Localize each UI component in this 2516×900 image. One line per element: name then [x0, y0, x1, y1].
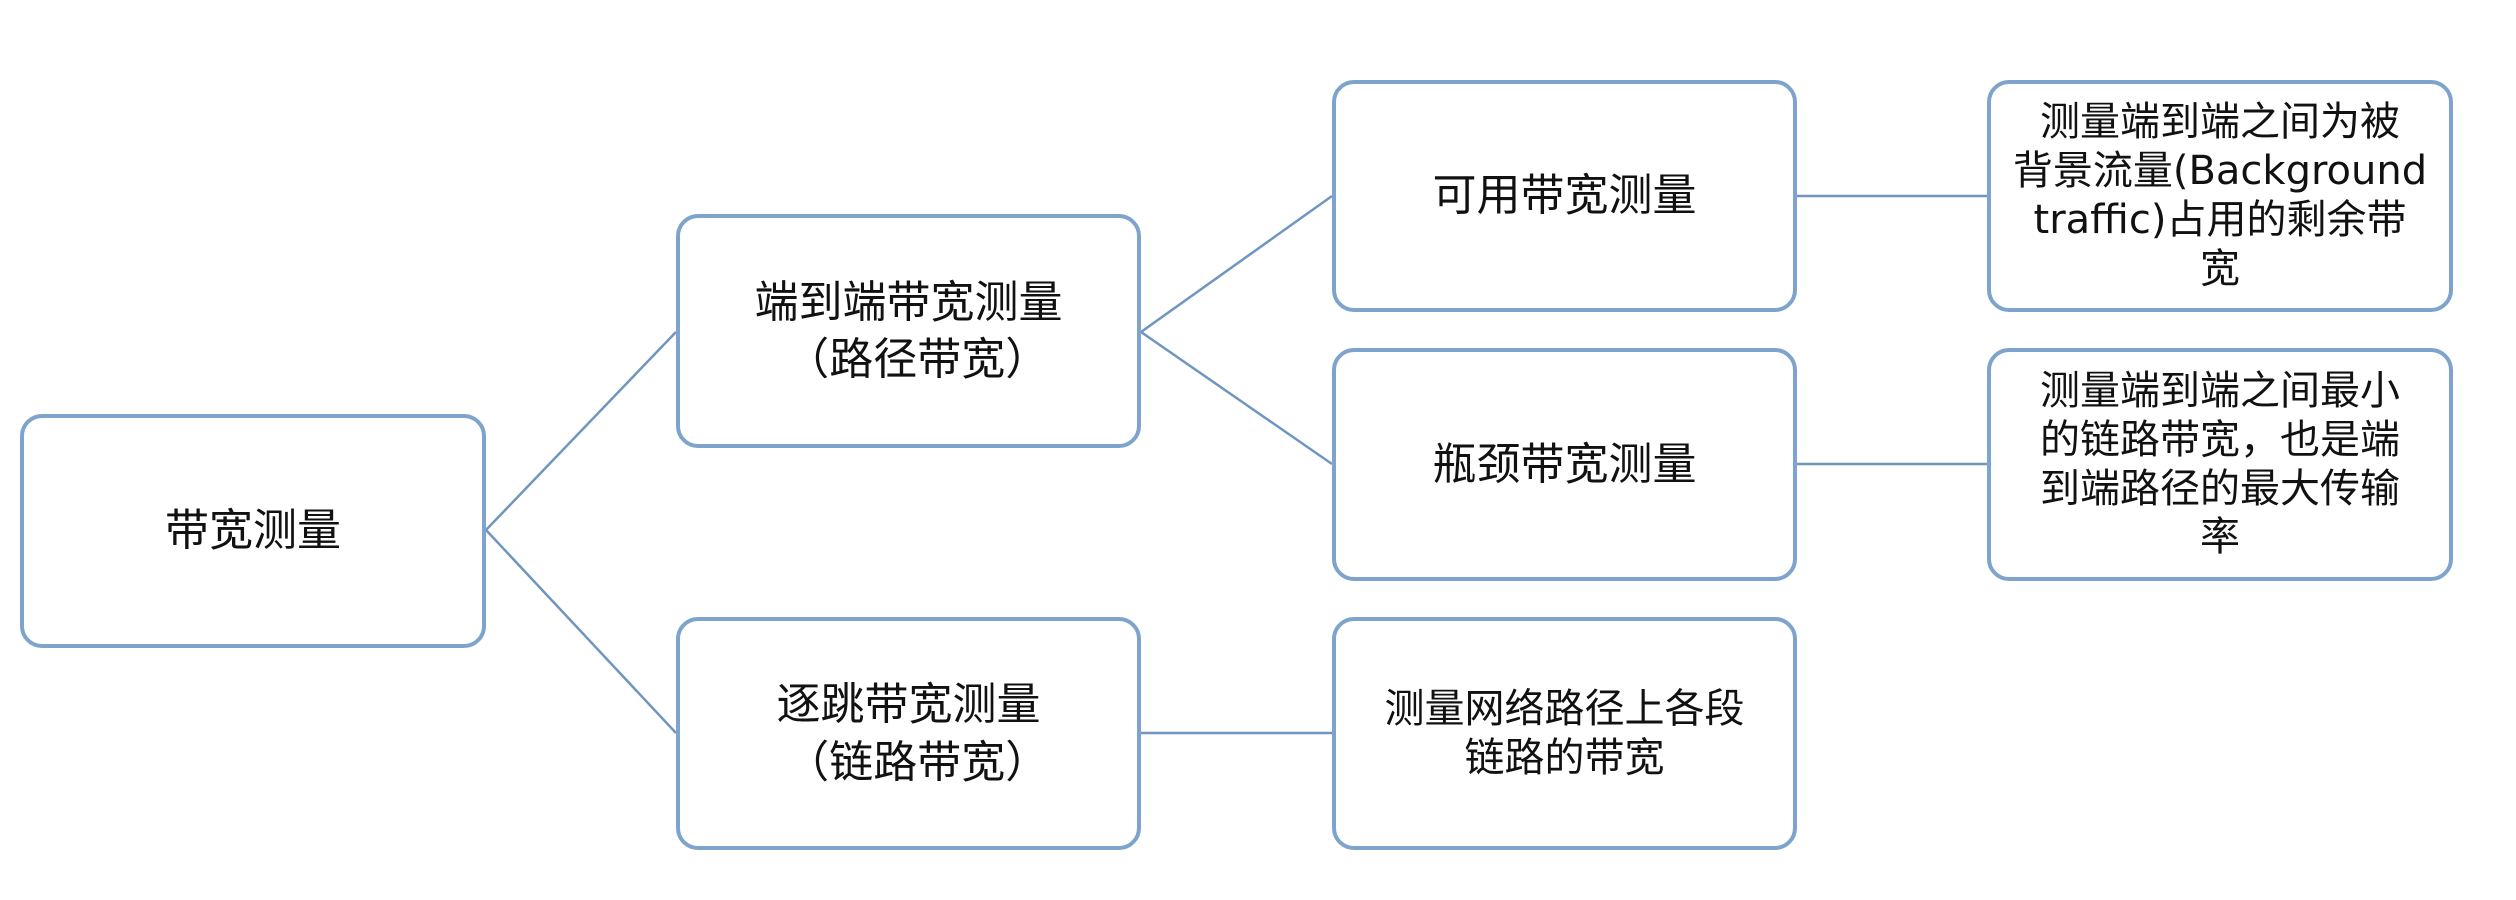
node-label-line: 测量网络路径上各段	[1384, 685, 1745, 732]
node-available-bandwidth: 可用带宽测量	[1332, 80, 1797, 312]
connector-root-to-hop-by-hop	[485, 529, 677, 734]
connector-end-to-end-to-available	[1140, 194, 1333, 334]
connector-end-to-end-to-bottleneck	[1140, 330, 1333, 466]
node-label-line: 逐跳带宽测量	[776, 679, 1041, 731]
node-end-to-end-measurement: 端到端带宽测量 （路径带宽）	[676, 214, 1141, 448]
node-label-line: 瓶颈带宽测量	[1432, 438, 1697, 490]
node-available-bandwidth-label: 可用带宽测量	[1433, 167, 1697, 224]
node-label-line: traffic)占用的剩余带	[2033, 197, 2407, 243]
node-label-line: 背景流量(Background	[2012, 148, 2428, 195]
node-label-line: 测量端到端之间最小	[2040, 367, 2400, 414]
node-bottleneck-bandwidth-description-text: 测量端到端之间最小 的链路带宽，也是端 到端路径的最大传输 率	[2040, 367, 2400, 562]
node-bottleneck-bandwidth: 瓶颈带宽测量	[1332, 348, 1797, 581]
node-label-line: 端到端带宽测量	[754, 276, 1063, 328]
node-label-line: （链路带宽）	[785, 736, 1050, 788]
node-label-line: 带宽测量	[165, 505, 341, 557]
node-end-to-end-measurement-label: 端到端带宽测量 （路径带宽）	[755, 274, 1063, 388]
node-label-line: 测量端到端之间为被	[2040, 99, 2400, 146]
node-hop-by-hop-measurement: 逐跳带宽测量 （链路带宽）	[676, 617, 1141, 850]
node-label-line: （路径带宽）	[785, 334, 1050, 385]
node-link-bandwidth-description-text: 测量网络路径上各段 链路的带宽	[1385, 685, 1745, 783]
node-label-line: 链路的带宽	[1464, 734, 1665, 781]
connector-root-to-end-to-end	[485, 331, 677, 531]
node-label-line: 到端路径的最大传输	[2040, 465, 2400, 512]
node-label-line: 率	[2200, 514, 2240, 561]
node-link-bandwidth-description: 测量网络路径上各段 链路的带宽	[1332, 617, 1797, 850]
node-available-bandwidth-description-text: 测量端到端之间为被 背景流量(Background traffic)占用的剩余带…	[2013, 98, 2427, 293]
node-label-line: 可用带宽测量	[1432, 170, 1697, 222]
node-label-line: 宽	[2200, 245, 2240, 292]
node-bandwidth-measurement: 带宽测量	[20, 414, 486, 648]
node-available-bandwidth-description: 测量端到端之间为被 背景流量(Background traffic)占用的剩余带…	[1987, 80, 2453, 312]
node-label-line: 的链路带宽，也是端	[2040, 416, 2400, 463]
node-bottleneck-bandwidth-description: 测量端到端之间最小 的链路带宽，也是端 到端路径的最大传输 率	[1987, 348, 2453, 581]
node-bandwidth-measurement-label: 带宽测量	[165, 502, 341, 559]
node-bottleneck-bandwidth-label: 瓶颈带宽测量	[1433, 436, 1697, 493]
node-hop-by-hop-measurement-label: 逐跳带宽测量 （链路带宽）	[768, 676, 1050, 790]
